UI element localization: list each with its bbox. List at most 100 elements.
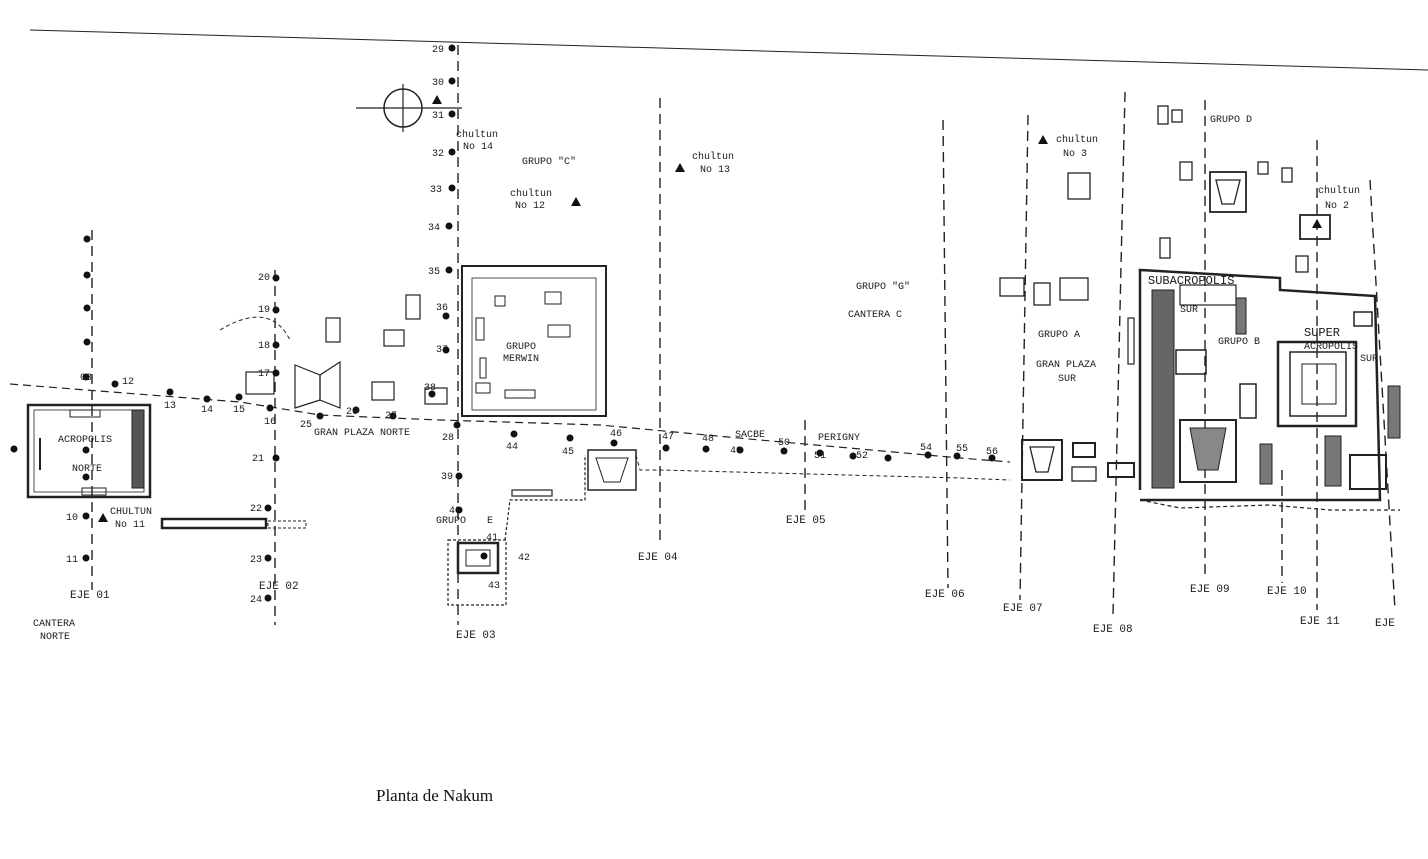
axis-label-eje-02: EJE 02 [259, 581, 299, 593]
axis-labels: EJE 01 EJE 02 EJE 03 EJE 04 EJE 05 EJE 0… [70, 515, 1395, 642]
label-subacropolis-1: SUBACROPOLIS [1148, 274, 1234, 288]
label-gran-plaza-norte: GRAN PLAZA NORTE [314, 428, 410, 439]
grupo-e [447, 455, 586, 606]
station-55: 55 [956, 444, 968, 455]
acropolis-norte [26, 403, 152, 499]
label-grupo-g: GRUPO "G" [856, 281, 910, 293]
station-dots [10, 44, 996, 602]
station-21: 21 [252, 454, 264, 465]
station-38: 38 [424, 383, 436, 394]
label-chultun-13: chultun [692, 151, 734, 163]
axis-label-eje-11: EJE 11 [1300, 616, 1340, 628]
label-grupo-merwin-1: GRUPO [506, 342, 536, 353]
station-35: 35 [428, 267, 440, 278]
label-grupo-e-1: GRUPO [436, 516, 466, 527]
station-29: 29 [432, 45, 444, 56]
north-crosshair-icon [356, 84, 462, 132]
label-grupo-c: GRUPO "C" [522, 156, 576, 168]
station-30: 30 [432, 78, 444, 89]
grupo-merwin [461, 265, 607, 417]
label-chultun-11-no: No 11 [115, 520, 145, 531]
station-15: 15 [233, 405, 245, 416]
axis-label-eje-04: EJE 04 [638, 552, 678, 564]
station-43: 43 [488, 581, 500, 592]
station-18: 18 [258, 341, 270, 352]
label-super-acropolis-3: SUR [1360, 354, 1378, 365]
station-25: 25 [300, 420, 312, 431]
station-26: 26 [346, 407, 358, 418]
axis-lines [91, 45, 1396, 625]
label-chultun-14: chultun [456, 129, 498, 141]
label-super-acropolis-2: ACROPOLIS [1304, 342, 1358, 353]
axis-label-eje-03: EJE 03 [456, 630, 496, 642]
station-34: 34 [428, 223, 440, 234]
long-structure [160, 517, 307, 530]
axis-label-eje-01: EJE 01 [70, 590, 110, 602]
station-40: 40 [449, 506, 461, 517]
station-20: 20 [258, 273, 270, 284]
label-acropolis-norte-2: NORTE [72, 464, 102, 475]
station-13: 13 [164, 401, 176, 412]
label-chultun-11: CHULTUN [110, 507, 152, 518]
station-52: 52 [856, 451, 868, 462]
station-36: 36 [436, 303, 448, 314]
acropolis-sur-complex [1127, 268, 1401, 511]
station-48: 48 [702, 434, 714, 445]
station-39: 39 [441, 472, 453, 483]
label-cantera-c: CANTERA C [848, 310, 902, 321]
label-chultun-2: chultun [1318, 185, 1360, 197]
station-42: 42 [518, 553, 530, 564]
station-50: 50 [778, 438, 790, 449]
station-28: 28 [442, 433, 454, 444]
station-44: 44 [506, 442, 518, 453]
label-chultun-2-no: No 2 [1325, 201, 1349, 212]
station-14: 14 [201, 405, 213, 416]
station-47: 47 [662, 432, 674, 443]
axis-label-eje-09: EJE 09 [1190, 584, 1230, 596]
axis-label-eje-08: EJE 08 [1093, 624, 1133, 636]
chultun-markers [98, 95, 1322, 522]
station-19: 19 [258, 305, 270, 316]
station-51: 51 [814, 451, 826, 462]
axis-label-eje-10: EJE 10 [1267, 586, 1307, 598]
label-grupo-merwin-2: MERWIN [503, 354, 539, 365]
label-chultun-12-no: No 12 [515, 201, 545, 212]
station-12: 12 [122, 377, 134, 388]
station-49: 49 [730, 446, 742, 457]
station-23: 23 [250, 555, 262, 566]
label-sacbe-perigny-1: SACBE [735, 430, 765, 441]
station-11: 11 [66, 555, 78, 566]
axis-label-eje-07: EJE 07 [1003, 603, 1043, 615]
label-chultun-14-no: No 14 [463, 142, 493, 153]
station-32: 32 [432, 149, 444, 160]
station-22: 22 [250, 504, 262, 515]
station-17: 17 [258, 369, 270, 380]
label-grupo-e-2: E [487, 516, 493, 527]
grupo-a-structures [999, 172, 1135, 482]
station-33: 33 [430, 185, 442, 196]
station-46: 46 [610, 429, 622, 440]
gran-plaza-norte-structures [219, 294, 448, 409]
label-gran-plaza-sur-1: GRAN PLAZA [1036, 360, 1096, 371]
label-grupo-d: GRUPO D [1210, 115, 1252, 126]
top-border-line [29, 29, 1428, 71]
station-27: 27 [385, 411, 397, 422]
station-54: 54 [920, 443, 932, 454]
map-caption: Planta de Nakum [376, 786, 494, 805]
label-gran-plaza-sur-2: SUR [1058, 374, 1076, 385]
area-labels: chultun No 14 GRUPO "C" chultun No 12 ch… [33, 115, 1378, 643]
label-chultun-12: chultun [510, 188, 552, 200]
station-41: 41 [486, 533, 498, 544]
station-labels: 03 12 13 14 15 16 17 18 19 20 21 22 23 2… [66, 45, 998, 606]
label-sacbe-perigny-2: PERIGNY [818, 433, 860, 444]
station-45: 45 [562, 447, 574, 458]
label-chultun-3: chultun [1056, 134, 1098, 146]
axis-label-eje-12: EJE [1375, 618, 1395, 630]
label-super-acropolis-1: SUPER [1304, 326, 1340, 340]
label-chultun-13-no: No 13 [700, 165, 730, 176]
label-grupo-a: GRUPO A [1038, 330, 1080, 341]
central-structure [587, 449, 1011, 491]
station-37: 37 [436, 345, 448, 356]
station-24: 24 [250, 595, 262, 606]
